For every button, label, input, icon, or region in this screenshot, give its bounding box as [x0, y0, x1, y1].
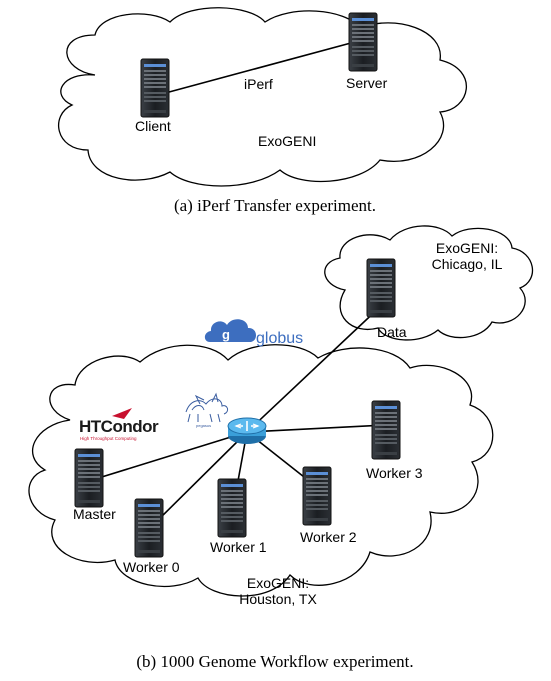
router-icon — [227, 417, 267, 444]
pegasus-horse-icon — [185, 392, 229, 423]
worker2-label: Worker 2 — [300, 529, 357, 545]
globus-g-glyph: g — [222, 327, 230, 342]
cloud-chicago — [324, 225, 534, 341]
houston-label-1: ExoGENI: — [247, 575, 309, 591]
htcondor-logo: HTCondor High Throughput Computing — [79, 408, 159, 441]
router-worker3-link — [246, 424, 386, 433]
router-worker0-link — [149, 431, 248, 529]
client-server-icon — [140, 58, 170, 118]
router-data-link — [246, 304, 383, 433]
globus-logo: g globus — [204, 319, 303, 347]
worker3-server-icon — [371, 400, 401, 460]
figure-a: Client Server iPerf ExoGENI — [57, 7, 468, 187]
worker0-server-icon — [134, 498, 164, 558]
data-label: Data — [377, 324, 407, 340]
master-server-icon — [74, 448, 104, 508]
htcondor-logo-text: HTCondor — [79, 417, 159, 436]
houston-label-2: Houston, TX — [239, 591, 317, 607]
cloud-a — [57, 7, 468, 187]
worker0-label: Worker 0 — [123, 559, 180, 575]
caption-a: (a) iPerf Transfer experiment. — [174, 196, 376, 215]
iperf-label: iPerf — [244, 76, 273, 92]
worker1-label: Worker 1 — [210, 539, 267, 555]
server-icon — [348, 12, 378, 72]
htcondor-wing-icon — [112, 408, 132, 419]
htcondor-tagline: High Throughput Computing — [80, 436, 137, 441]
worker1-server-icon — [217, 478, 247, 538]
chicago-label-2: Chicago, IL — [432, 256, 503, 272]
figure-b: ExoGENI: Chicago, IL Data Master Worker … — [28, 225, 534, 607]
chicago-label-1: ExoGENI: — [436, 240, 498, 256]
iperf-link — [157, 39, 363, 96]
cloud-a-label: ExoGENI — [258, 133, 316, 149]
server-label: Server — [346, 75, 388, 91]
globus-cloud-icon — [204, 319, 257, 342]
pegasus-label: pegasus — [196, 423, 211, 428]
router-master-link — [91, 431, 248, 481]
master-label: Master — [73, 506, 116, 522]
pegasus-logo: pegasus — [185, 392, 229, 428]
worker3-label: Worker 3 — [366, 465, 423, 481]
data-server-icon — [366, 258, 396, 318]
caption-b: (b) 1000 Genome Workflow experiment. — [136, 652, 413, 671]
worker2-server-icon — [302, 466, 332, 526]
client-label: Client — [135, 118, 171, 134]
globus-label: globus — [256, 330, 303, 347]
